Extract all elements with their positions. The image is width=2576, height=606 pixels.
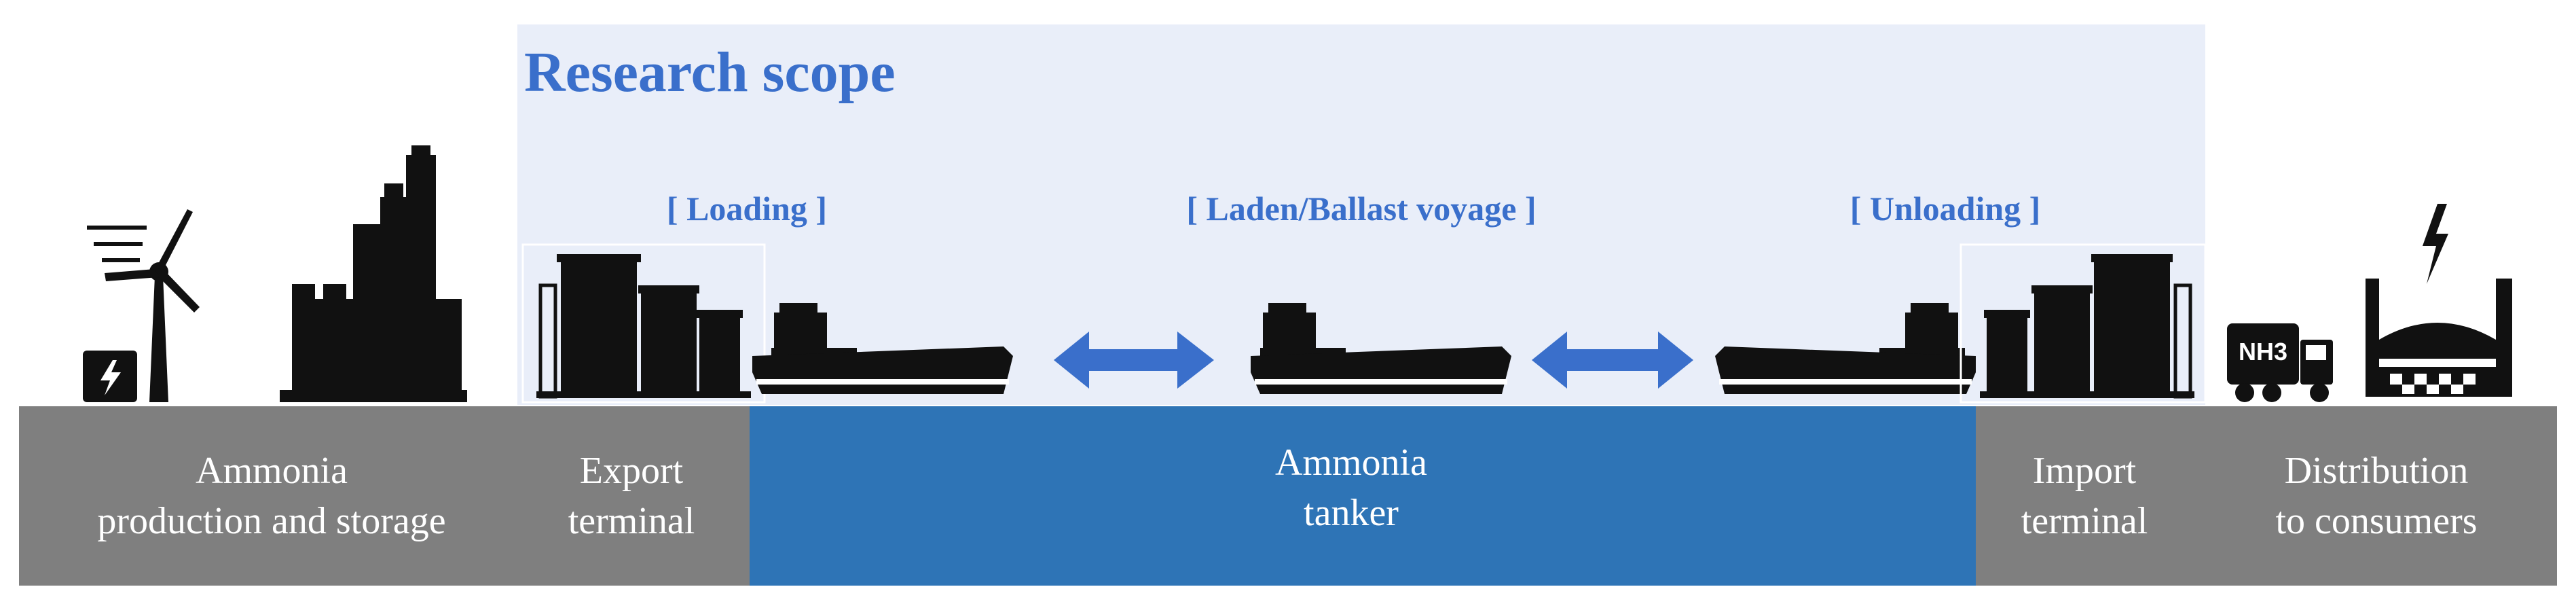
- segment-label-distribution: Distribution to consumers: [2213, 446, 2539, 546]
- segment-label-production: Ammonia production and storage: [41, 446, 502, 546]
- segment-label-line: terminal: [568, 500, 695, 542]
- segment-label-export: Export terminal: [530, 446, 733, 546]
- phase-label-voyage: [ Laden/Ballast voyage ]: [1186, 190, 1537, 228]
- power-box-icon: [83, 351, 137, 402]
- phase-label-unloading: [ Unloading ]: [1850, 190, 2041, 228]
- import-terminal-frame: [1959, 243, 2207, 404]
- double-arrow-icon: [1532, 332, 1693, 389]
- segment-label-line: Import: [2032, 450, 2137, 492]
- segment-label-line: terminal: [2021, 500, 2148, 542]
- storage-tanks-icon: [1980, 254, 2194, 399]
- band-blue-tanker: [750, 406, 1976, 586]
- power-plant-icon: [2366, 204, 2512, 397]
- truck-label: NH3: [2239, 338, 2287, 366]
- segment-label-import: Import terminal: [1983, 446, 2186, 546]
- band-gray-left: [19, 406, 750, 586]
- band-gray-right: [1976, 406, 2557, 586]
- segment-label-line: Ammonia: [1275, 442, 1427, 484]
- segment-label-line: Distribution: [2284, 450, 2469, 492]
- ammonia-tanker-ship-icon: [1251, 303, 1511, 394]
- segment-label-tanker: Ammonia tanker: [1209, 438, 1494, 538]
- storage-tanks-icon: [536, 254, 751, 399]
- segment-label-line: Ammonia: [196, 450, 348, 492]
- ammonia-tanker-ship-icon: [1715, 303, 1976, 394]
- nh3-truck-icon: NH3: [2227, 323, 2333, 402]
- factory-icon: [280, 145, 467, 402]
- segment-label-line: Export: [579, 450, 684, 492]
- phase-label-loading: [ Loading ]: [666, 190, 828, 228]
- export-terminal-frame: [521, 243, 766, 404]
- wind-turbine-icon: [87, 209, 200, 402]
- double-arrow-icon: [1054, 332, 1214, 389]
- segment-label-line: production and storage: [97, 500, 446, 542]
- ammonia-tanker-ship-icon: [752, 303, 1013, 394]
- segment-label-line: to consumers: [2275, 500, 2478, 542]
- segment-label-line: tanker: [1304, 492, 1399, 534]
- research-scope-title: Research scope: [524, 41, 896, 104]
